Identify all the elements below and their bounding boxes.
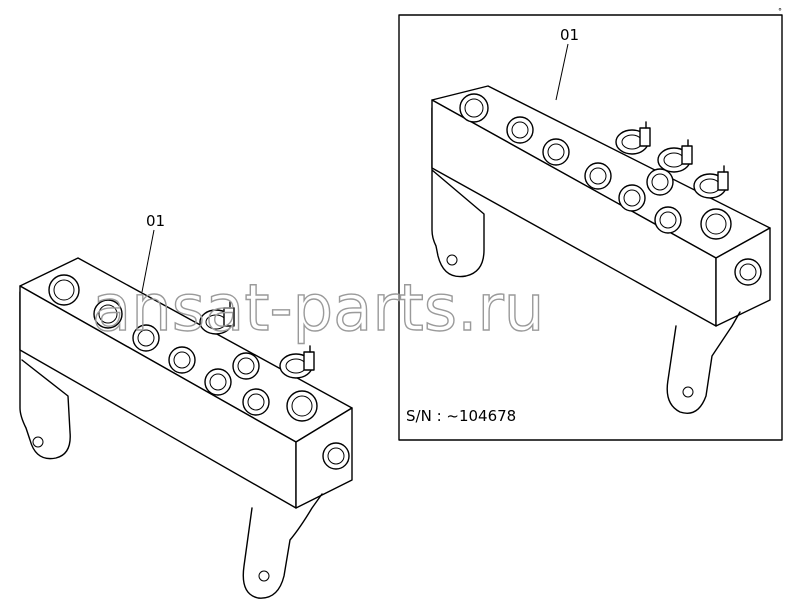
left-ports	[48, 274, 350, 470]
right-valve-cartridges	[615, 121, 729, 199]
left-leader-line	[141, 229, 155, 293]
right-assembly: 01 S/N : ~104678	[398, 14, 783, 441]
watermark-text: ansat-parts.ru	[92, 272, 544, 346]
right-ports	[459, 93, 762, 286]
right-manifold-block	[431, 85, 771, 414]
right-leader-line	[555, 43, 569, 101]
left-valve-cartridges	[199, 301, 315, 379]
right-part-label: 01	[560, 26, 579, 44]
serial-number-note: S/N : ~104678	[406, 407, 516, 425]
left-assembly: 01	[19, 212, 353, 599]
corner-mark: °	[778, 7, 782, 16]
left-part-label: 01	[146, 212, 165, 230]
detail-frame	[398, 14, 783, 441]
